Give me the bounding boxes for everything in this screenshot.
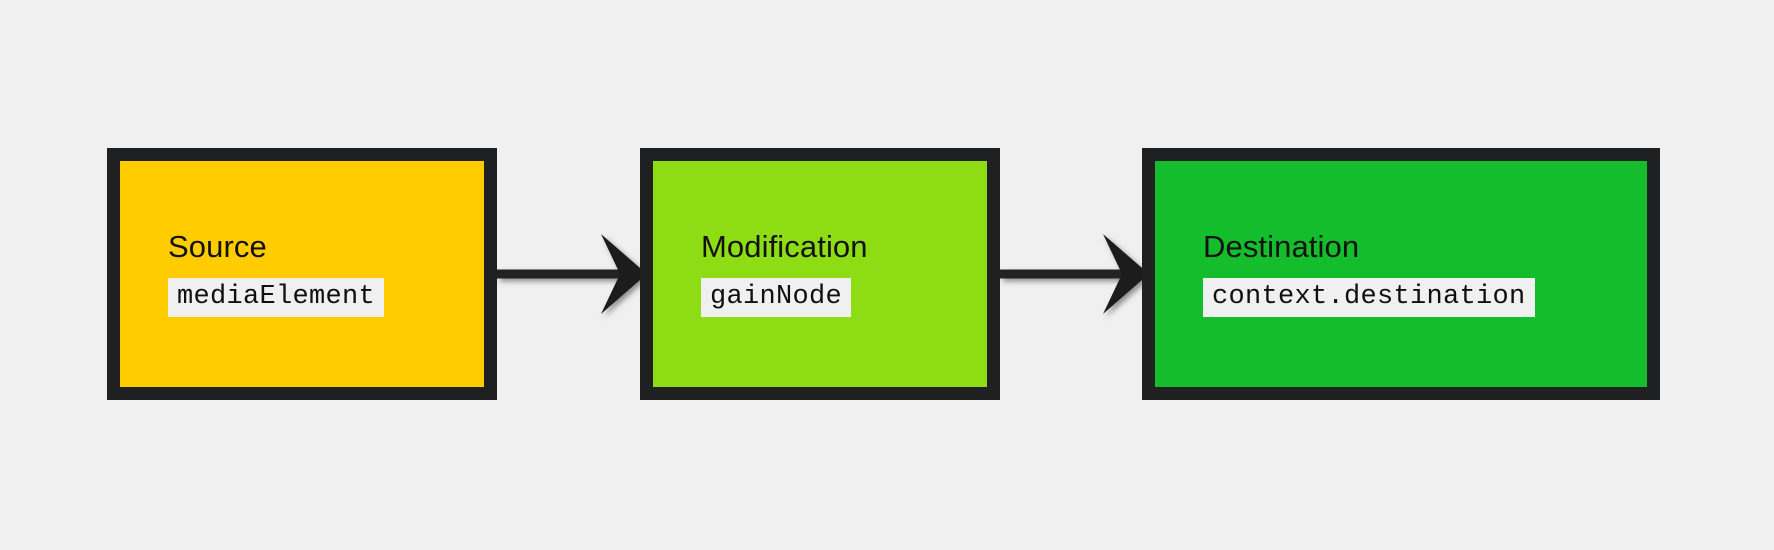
edge-modification-destination: [1000, 234, 1149, 314]
node-modification-content: Modification gainNode: [653, 161, 987, 387]
node-modification-title: Modification: [701, 228, 868, 264]
node-modification-code-label: gainNode: [701, 277, 852, 318]
node-modification[interactable]: Modification gainNode: [640, 148, 1000, 400]
node-destination-title: Destination: [1203, 228, 1360, 264]
node-source-title: Source: [168, 228, 267, 264]
node-source-code-label: mediaElement: [168, 277, 385, 318]
node-source-content: Source mediaElement: [120, 161, 484, 387]
node-source[interactable]: Source mediaElement: [107, 148, 497, 400]
node-destination-content: Destination context.destination: [1155, 161, 1647, 387]
node-destination[interactable]: Destination context.destination: [1142, 148, 1660, 400]
node-destination-code-label: context.destination: [1203, 277, 1535, 318]
edge-source-modification: [497, 234, 647, 314]
